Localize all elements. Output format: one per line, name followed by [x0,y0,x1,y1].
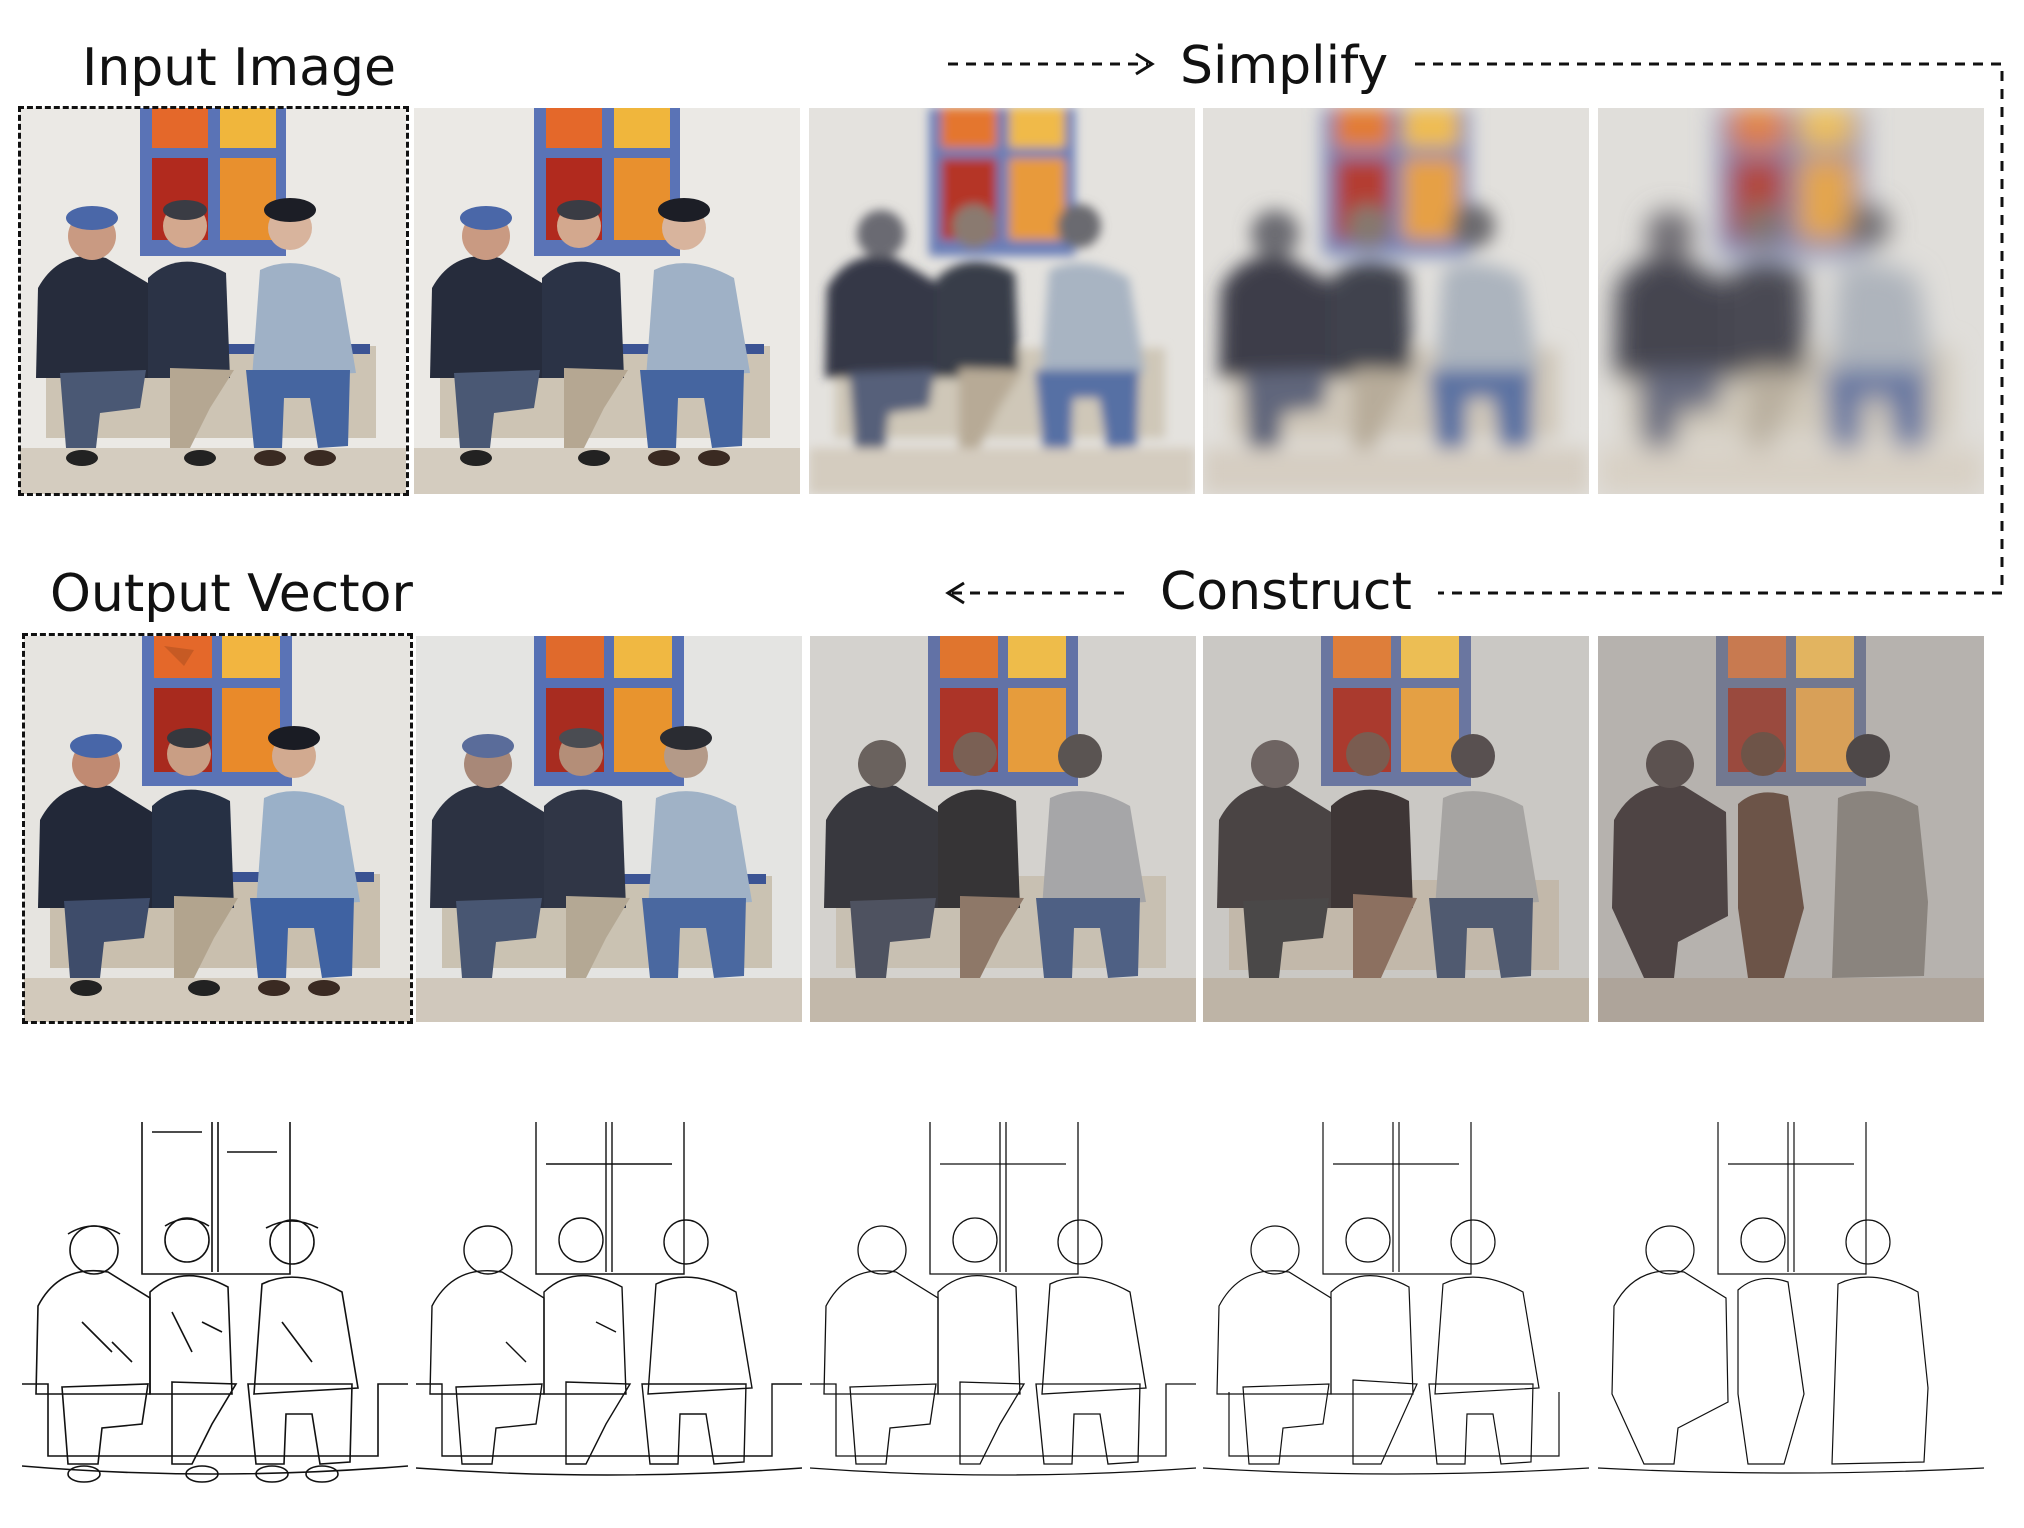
outline-stage-1 [416,1122,802,1514]
outline-stage-0 [22,1122,408,1514]
outline-detailed [22,1122,408,1483]
vector-coarse [810,636,1196,1022]
vector-coarsest [1598,636,1984,1022]
scene-photo-copy [414,108,800,494]
arrow-head-right [1135,52,1155,76]
outline-coarser [1203,1122,1589,1475]
scene-photo [20,108,406,494]
construct-stage-2 [810,636,1196,1022]
outline-coarsest [1598,1122,1984,1474]
output-vector-image [24,636,410,1022]
construct-stage-4 [1598,636,1984,1022]
outline-coarse [810,1122,1196,1476]
input-image-label: Input Image [82,38,397,98]
input-image-frame [18,106,409,496]
vector-coarser [1203,636,1589,1022]
construct-stage-1 [416,636,802,1022]
simplify-stage-1 [414,108,800,494]
vector-medium [416,636,802,1022]
arrow-head-left [945,581,965,605]
scene-blur-heavy [1598,108,1984,494]
outline-medium [416,1122,802,1476]
scene-blur-medium [1203,108,1589,494]
simplify-stage-4 [1598,108,1984,494]
scene-blur-light [809,108,1195,494]
simplify-label: Simplify [1180,36,1389,96]
outline-stage-4 [1598,1122,1984,1514]
output-vector-label: Output Vector [50,564,413,624]
outline-stage-2 [810,1122,1196,1514]
construct-label: Construct [1160,562,1412,622]
simplify-stage-2 [809,108,1195,494]
simplify-stage-3 [1203,108,1589,494]
outline-stage-3 [1203,1122,1589,1514]
input-photo [20,108,406,494]
construct-stage-3 [1203,636,1589,1022]
output-vector-frame [22,633,413,1024]
vector-detailed [24,636,410,1022]
